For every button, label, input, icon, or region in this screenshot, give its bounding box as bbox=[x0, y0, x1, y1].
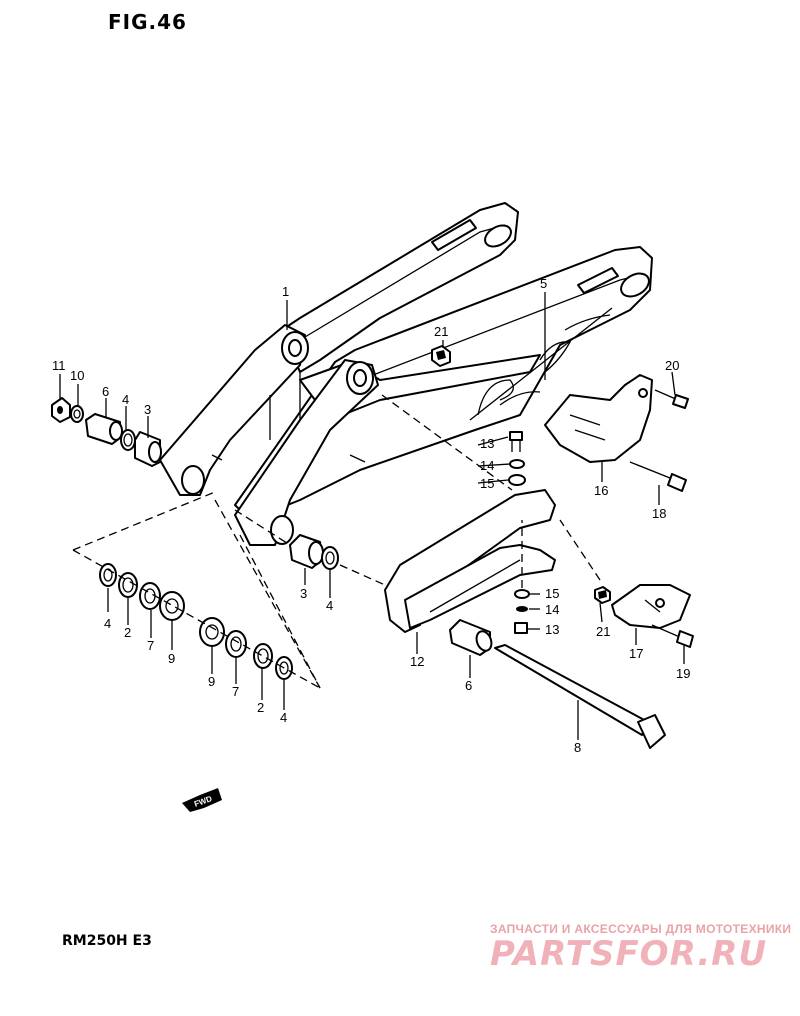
bolt-18[interactable] bbox=[629, 461, 687, 492]
nut-21-upper[interactable] bbox=[431, 345, 451, 367]
callout-8: 8 bbox=[574, 740, 581, 755]
bolt-20[interactable] bbox=[654, 389, 689, 409]
callout-7: 7 bbox=[232, 684, 239, 699]
swingarm[interactable] bbox=[159, 202, 653, 546]
bolt-13-lower[interactable] bbox=[514, 622, 528, 634]
callout-12: 12 bbox=[410, 654, 424, 669]
callout-17: 17 bbox=[629, 646, 643, 661]
callout-5: 5 bbox=[540, 276, 547, 291]
callout-7: 7 bbox=[147, 638, 154, 653]
chain-guide-bracket[interactable] bbox=[544, 374, 653, 463]
bearing-3-upper[interactable] bbox=[134, 431, 162, 467]
callout-13: 13 bbox=[480, 436, 494, 451]
nut-11[interactable] bbox=[51, 397, 71, 423]
spacer-6-lower[interactable] bbox=[449, 619, 494, 656]
seal-4-left[interactable] bbox=[99, 563, 117, 587]
callout-15: 15 bbox=[480, 476, 494, 491]
callout-6: 6 bbox=[465, 678, 472, 693]
callout-4: 4 bbox=[326, 598, 333, 613]
bearing-3-center[interactable] bbox=[289, 534, 324, 569]
callout-18: 18 bbox=[652, 506, 666, 521]
washer-10[interactable] bbox=[70, 405, 84, 423]
callout-14: 14 bbox=[480, 458, 494, 473]
washer-15-upper[interactable] bbox=[508, 474, 526, 486]
callout-9: 9 bbox=[208, 674, 215, 689]
callout-16: 16 bbox=[594, 483, 608, 498]
seal-4-center[interactable] bbox=[321, 546, 339, 570]
chain-buffer[interactable] bbox=[384, 489, 556, 633]
callout-4: 4 bbox=[122, 392, 129, 407]
swingarm-decal[interactable] bbox=[469, 307, 613, 421]
leader-lines bbox=[59, 292, 685, 740]
cap-9-left[interactable] bbox=[159, 591, 185, 621]
bushing-7-left[interactable] bbox=[139, 582, 161, 610]
cap-9-right[interactable] bbox=[199, 617, 225, 647]
callout-11: 11 bbox=[52, 358, 66, 373]
callout-19: 19 bbox=[676, 666, 690, 681]
model-code: RM250H E3 bbox=[62, 933, 152, 949]
callout-6: 6 bbox=[102, 384, 109, 399]
callout-2: 2 bbox=[124, 625, 131, 640]
watermark-logo: PARTSFOR.RU bbox=[490, 934, 768, 974]
callout-10: 10 bbox=[70, 368, 84, 383]
callout-9: 9 bbox=[168, 651, 175, 666]
callout-13: 13 bbox=[545, 622, 559, 637]
callout-3: 3 bbox=[144, 402, 151, 417]
watermark-caption: ЗАПЧАСТИ И АКСЕССУАРЫ ДЛЯ МОТОТЕХНИКИ bbox=[490, 922, 792, 936]
seal-4-upper[interactable] bbox=[120, 429, 136, 451]
callout-21: 21 bbox=[434, 324, 448, 339]
bolt-19[interactable] bbox=[651, 624, 694, 648]
washer-15-lower[interactable] bbox=[514, 589, 530, 599]
callout-3: 3 bbox=[300, 586, 307, 601]
spacer-6-upper[interactable] bbox=[85, 413, 123, 445]
callout-14: 14 bbox=[545, 602, 559, 617]
pivot-shaft[interactable] bbox=[494, 644, 666, 749]
callout-4: 4 bbox=[104, 616, 111, 631]
bolt-13-upper[interactable] bbox=[509, 431, 523, 452]
washer-14-lower[interactable] bbox=[516, 606, 528, 612]
washer-14-upper[interactable] bbox=[509, 459, 525, 469]
bushing-7-right[interactable] bbox=[225, 630, 247, 658]
bearing-2-left[interactable] bbox=[118, 572, 138, 598]
bearing-2-right[interactable] bbox=[253, 643, 273, 669]
nut-21-lower[interactable] bbox=[594, 586, 611, 604]
fwd-arrow: FWD bbox=[182, 788, 222, 812]
callout-labels: 1 5 21 20 11 10 6 4 3 13 14 15 16 18 3 4… bbox=[52, 276, 690, 755]
bracket-17[interactable] bbox=[611, 584, 691, 629]
callout-21: 21 bbox=[596, 624, 610, 639]
callout-4: 4 bbox=[280, 710, 287, 725]
figure-title: FIG.46 bbox=[108, 10, 187, 34]
callout-15: 15 bbox=[545, 586, 559, 601]
callout-1: 1 bbox=[282, 284, 289, 299]
callout-20: 20 bbox=[665, 358, 679, 373]
callout-2: 2 bbox=[257, 700, 264, 715]
